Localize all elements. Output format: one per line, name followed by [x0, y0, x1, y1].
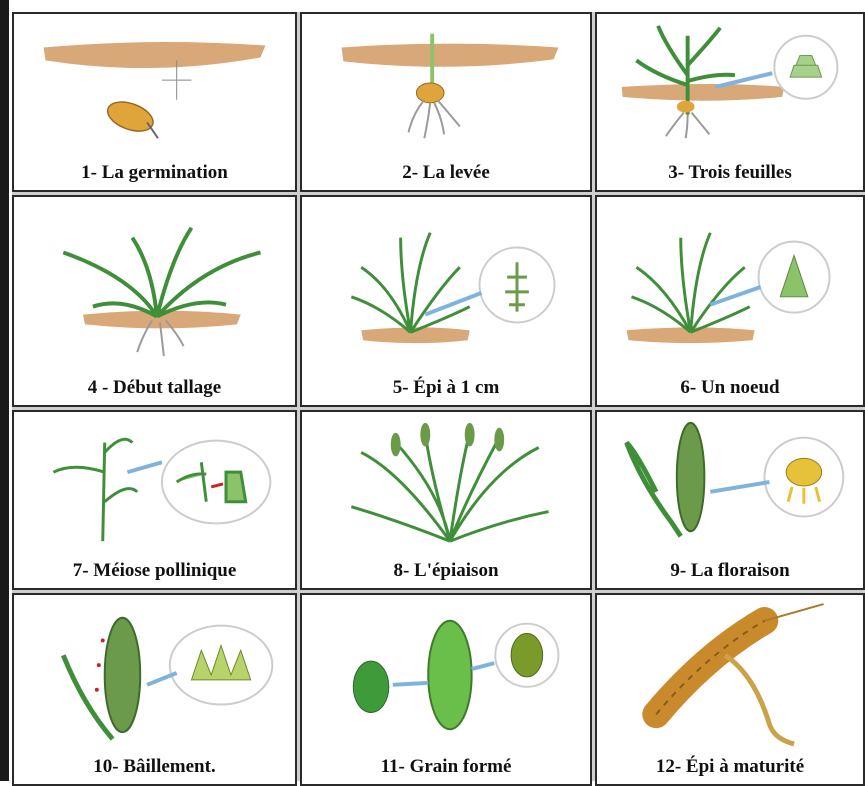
emergence-sprout-icon	[302, 14, 590, 156]
stage-cell-gaping: 10- Bâillement.	[12, 593, 297, 786]
left-border-bar	[0, 0, 9, 781]
stage-cell-heading: 8- L'épiaison	[300, 410, 592, 590]
stage-cell-meiosis: 7- Méiose pollinique	[12, 410, 297, 590]
stage-label: 3- Trois feuilles	[597, 162, 863, 184]
stage-cell-ear-1cm: 5- Épi à 1 cm	[300, 195, 592, 407]
germination-seed-icon	[14, 14, 295, 156]
mature-ear-icon	[597, 595, 863, 750]
stage-cell-one-node: 6- Un noeud	[595, 195, 865, 407]
stage-label: 8- L'épiaison	[302, 560, 590, 582]
stage-label: 10- Bâillement.	[14, 756, 295, 778]
stage-label: 2- La levée	[302, 162, 590, 184]
stage-cell-germination: 1- La germination	[12, 12, 297, 192]
heading-plant-icon	[302, 412, 590, 554]
flowering-ear-icon	[597, 412, 863, 554]
stage-cell-mature-ear: 12- Épi à maturité	[595, 593, 865, 786]
three-leaves-plant-icon	[597, 14, 863, 156]
stage-cell-three-leaves: 3- Trois feuilles	[595, 12, 865, 192]
one-node-plant-icon	[597, 197, 863, 371]
meiosis-plant-icon	[14, 412, 295, 554]
stage-cell-emergence: 2- La levée	[300, 12, 592, 192]
stage-label: 4 - Début tallage	[14, 377, 295, 399]
stage-label: 6- Un noeud	[597, 377, 863, 399]
gaping-ear-icon	[14, 595, 295, 750]
stage-label: 7- Méiose pollinique	[14, 560, 295, 582]
grain-formed-icon	[302, 595, 590, 750]
stage-label: 9- La floraison	[597, 560, 863, 582]
stage-cell-flowering: 9- La floraison	[595, 410, 865, 590]
stages-grid: 1- La germination 2- La levée 3- Trois f…	[12, 12, 865, 781]
tillering-plant-icon	[14, 197, 295, 371]
stage-label: 11- Grain formé	[302, 756, 590, 778]
stage-label: 1- La germination	[14, 162, 295, 184]
ear-1cm-plant-icon	[302, 197, 590, 371]
stage-cell-grain-formed: 11- Grain formé	[300, 593, 592, 786]
stage-cell-tillering: 4 - Début tallage	[12, 195, 297, 407]
stage-label: 12- Épi à maturité	[597, 756, 863, 778]
stage-label: 5- Épi à 1 cm	[302, 377, 590, 399]
